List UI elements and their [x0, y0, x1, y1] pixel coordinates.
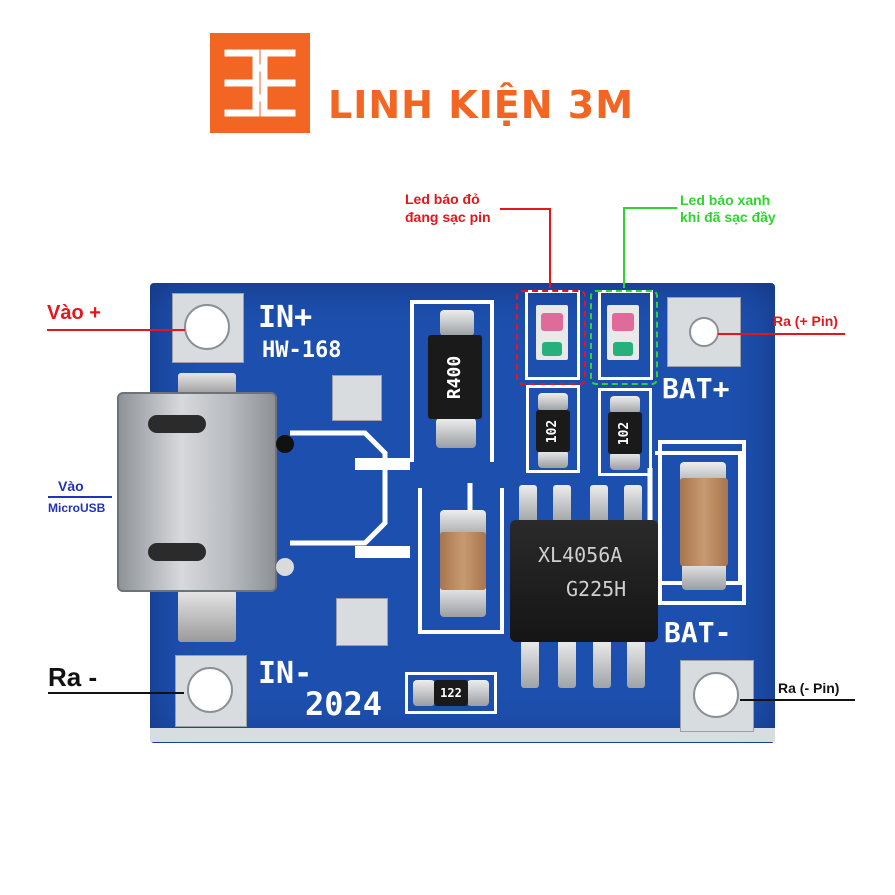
label-bat-minus: Ra (- Pin) — [778, 680, 840, 696]
label-out-minus: Ra - — [48, 662, 98, 692]
logo-glyph-icon — [224, 49, 296, 117]
resistor-122: 122 — [434, 680, 468, 706]
label-red-led-line1: Led báo đỏ — [405, 191, 480, 207]
cap-left-outline — [418, 488, 504, 634]
silk-model: HW-168 — [262, 338, 342, 363]
r400-solder-top — [440, 310, 474, 336]
cap-right-outline — [658, 440, 746, 605]
ic-pin-bottom-1 — [521, 640, 539, 688]
silk-bat-minus: BAT- — [664, 616, 732, 649]
brand-logo-mark — [210, 33, 310, 133]
r102-red-outline — [526, 385, 580, 473]
ic-pin-bottom-2 — [558, 640, 576, 688]
capacitor-left — [440, 532, 486, 590]
ic-marking-line2: G225H — [566, 577, 627, 601]
in-minus-hole — [187, 667, 233, 713]
in-plus-hole — [184, 304, 230, 350]
label-usb-in-line2: MicroUSB — [48, 501, 106, 515]
bat-minus-hole — [693, 672, 739, 718]
r102-red-solder-top — [538, 393, 568, 411]
r400-solder-bottom — [436, 418, 476, 448]
ic-pin-top-4 — [624, 485, 642, 523]
test-pad-2 — [336, 598, 388, 646]
label-red-led: Led báo đỏ đang sạc pin — [405, 190, 491, 226]
bat-plus-pad — [667, 297, 741, 367]
ic-pin-top-3 — [590, 485, 608, 523]
resistor-r400: R400 — [428, 335, 482, 419]
red-led-marker — [542, 342, 562, 356]
label-red-led-line2: đang sạc pin — [405, 209, 491, 225]
usb-slot-top — [148, 415, 206, 433]
ic-xl4056a — [510, 520, 658, 642]
green-led-lens — [612, 313, 634, 331]
bat-plus-hole — [689, 317, 719, 347]
r122-solder-left — [413, 680, 435, 706]
label-green-led: Led báo xanh khi đã sạc đầy — [680, 192, 776, 226]
silk-year: 2024 — [305, 685, 383, 723]
label-usb-in-line1: Vào — [58, 478, 84, 494]
r122-solder-right — [467, 680, 489, 706]
label-green-led-line1: Led báo xanh — [680, 192, 771, 208]
capacitor-right — [680, 478, 728, 566]
usb-tab-bottom — [178, 590, 236, 642]
label-in-plus: Vào + — [47, 302, 101, 324]
ic-pin-top-2 — [553, 485, 571, 523]
green-led-highlight — [590, 290, 658, 385]
label-green-led-line2: khi đã sạc đầy — [680, 209, 776, 225]
ic-pin-bottom-4 — [627, 640, 645, 688]
test-pad-1 — [332, 375, 382, 421]
r102-green-outline — [598, 388, 652, 476]
resistor-102-red: 102 — [536, 410, 570, 452]
red-led-highlight — [516, 290, 586, 385]
r102-red-solder-bottom — [538, 450, 568, 468]
usb-mount-hole-top — [276, 435, 294, 453]
silk-in-plus: IN+ — [258, 300, 313, 335]
usb-tab-top — [178, 373, 236, 395]
green-led-marker — [613, 342, 633, 356]
r102-green-solder-bottom — [610, 452, 640, 470]
board-edge — [150, 728, 775, 742]
ic-pin-top-1 — [519, 485, 537, 523]
silk-in-minus: IN- — [258, 656, 313, 691]
resistor-102-green: 102 — [608, 412, 642, 454]
r400-outline — [410, 300, 494, 462]
brand-name: LINH KIỆN 3M — [328, 83, 635, 127]
usb-mount-hole-bottom — [276, 558, 294, 576]
ic-marking-line1: XL4056A — [538, 543, 623, 567]
ic-pin-bottom-3 — [593, 640, 611, 688]
silk-bat-plus: BAT+ — [662, 372, 730, 405]
label-bat-plus: Ra (+ Pin) — [773, 313, 838, 329]
usb-slot-bottom — [148, 543, 206, 561]
red-led-lens — [541, 313, 563, 331]
cap-left-solder-bottom — [440, 585, 486, 617]
r102-green-solder-top — [610, 396, 640, 414]
r122-outline — [405, 672, 497, 714]
